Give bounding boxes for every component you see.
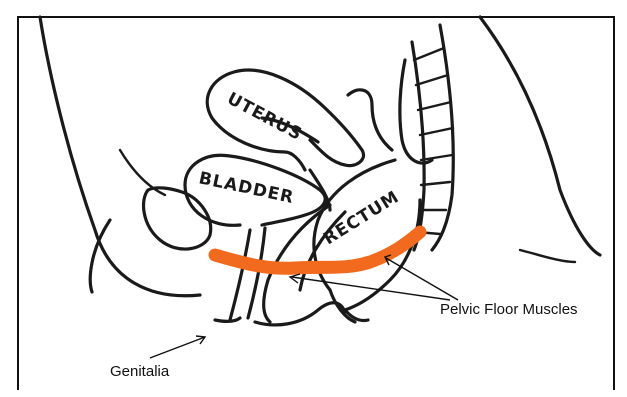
frame-border <box>18 17 614 390</box>
genitalia-label: Genitalia <box>110 363 169 380</box>
pubic-bone <box>144 188 211 249</box>
arrow-to-genitalia <box>150 337 205 358</box>
anal-canal <box>330 290 368 322</box>
buttock-line <box>520 250 575 262</box>
genital-fold <box>215 318 240 321</box>
bladder-label: BLADDER <box>197 168 296 208</box>
arrow-to-muscle-right <box>386 258 458 300</box>
body-outline-back <box>40 17 200 296</box>
pelvic-floor-muscles-label: Pelvic Floor Muscles <box>440 301 578 318</box>
sacrum-back <box>432 25 453 250</box>
uterus-label: UTERUS <box>224 89 306 145</box>
urethra <box>230 228 265 320</box>
genitalia-arrow <box>150 336 205 358</box>
body-outline-front <box>480 17 600 255</box>
